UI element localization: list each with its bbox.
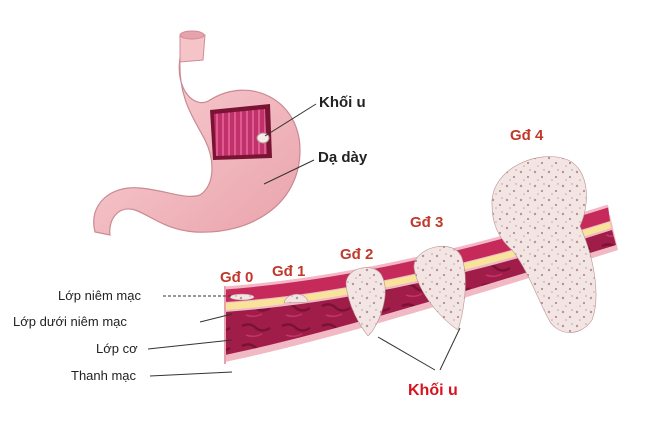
tumor-stage-4 (491, 156, 597, 333)
tumor-stage-0 (229, 293, 255, 301)
muscle-layer (225, 230, 616, 355)
stage-label-4: Gđ 4 (510, 127, 544, 144)
esophagus-opening (179, 30, 205, 40)
tumor-stage-3 (413, 245, 466, 331)
serosa-leader-line (149, 371, 233, 377)
submucosa-layer (225, 222, 611, 310)
label-tumor: Khối u (408, 382, 458, 399)
layer-label-muscle: Lớp cơ (96, 341, 138, 356)
tumor-stage-2 (345, 267, 386, 337)
stage-label-1: Gđ 1 (272, 263, 305, 280)
tumor-stage-1 (283, 293, 309, 304)
tumor-pointer-right (439, 327, 461, 371)
layer-label-submucosa: Lớp dưới niêm mạc (13, 314, 127, 329)
stomach-inner-folds (214, 109, 267, 156)
stage-tumors (229, 156, 597, 337)
layer-label-serosa: Thanh mạc (71, 368, 137, 383)
stomach-leader-line (263, 159, 315, 185)
stage-label-2: Gđ 2 (340, 246, 373, 263)
stomach-body (93, 57, 301, 236)
stage-label-3: Gđ 3 (410, 214, 443, 231)
submucosa-leader-line (199, 313, 233, 323)
tumor-leader-line (264, 103, 317, 137)
label-stomach: Dạ dày (318, 149, 368, 166)
layer-label-mucosa: Lớp niêm mạc (58, 288, 141, 303)
stomach-illustration (93, 30, 317, 236)
label-stomach-tumor: Khối u (319, 94, 366, 111)
muscle-leader-line (147, 339, 233, 350)
stage-label-0: Gđ 0 (220, 269, 253, 286)
tumor-pointer-left (377, 336, 436, 371)
